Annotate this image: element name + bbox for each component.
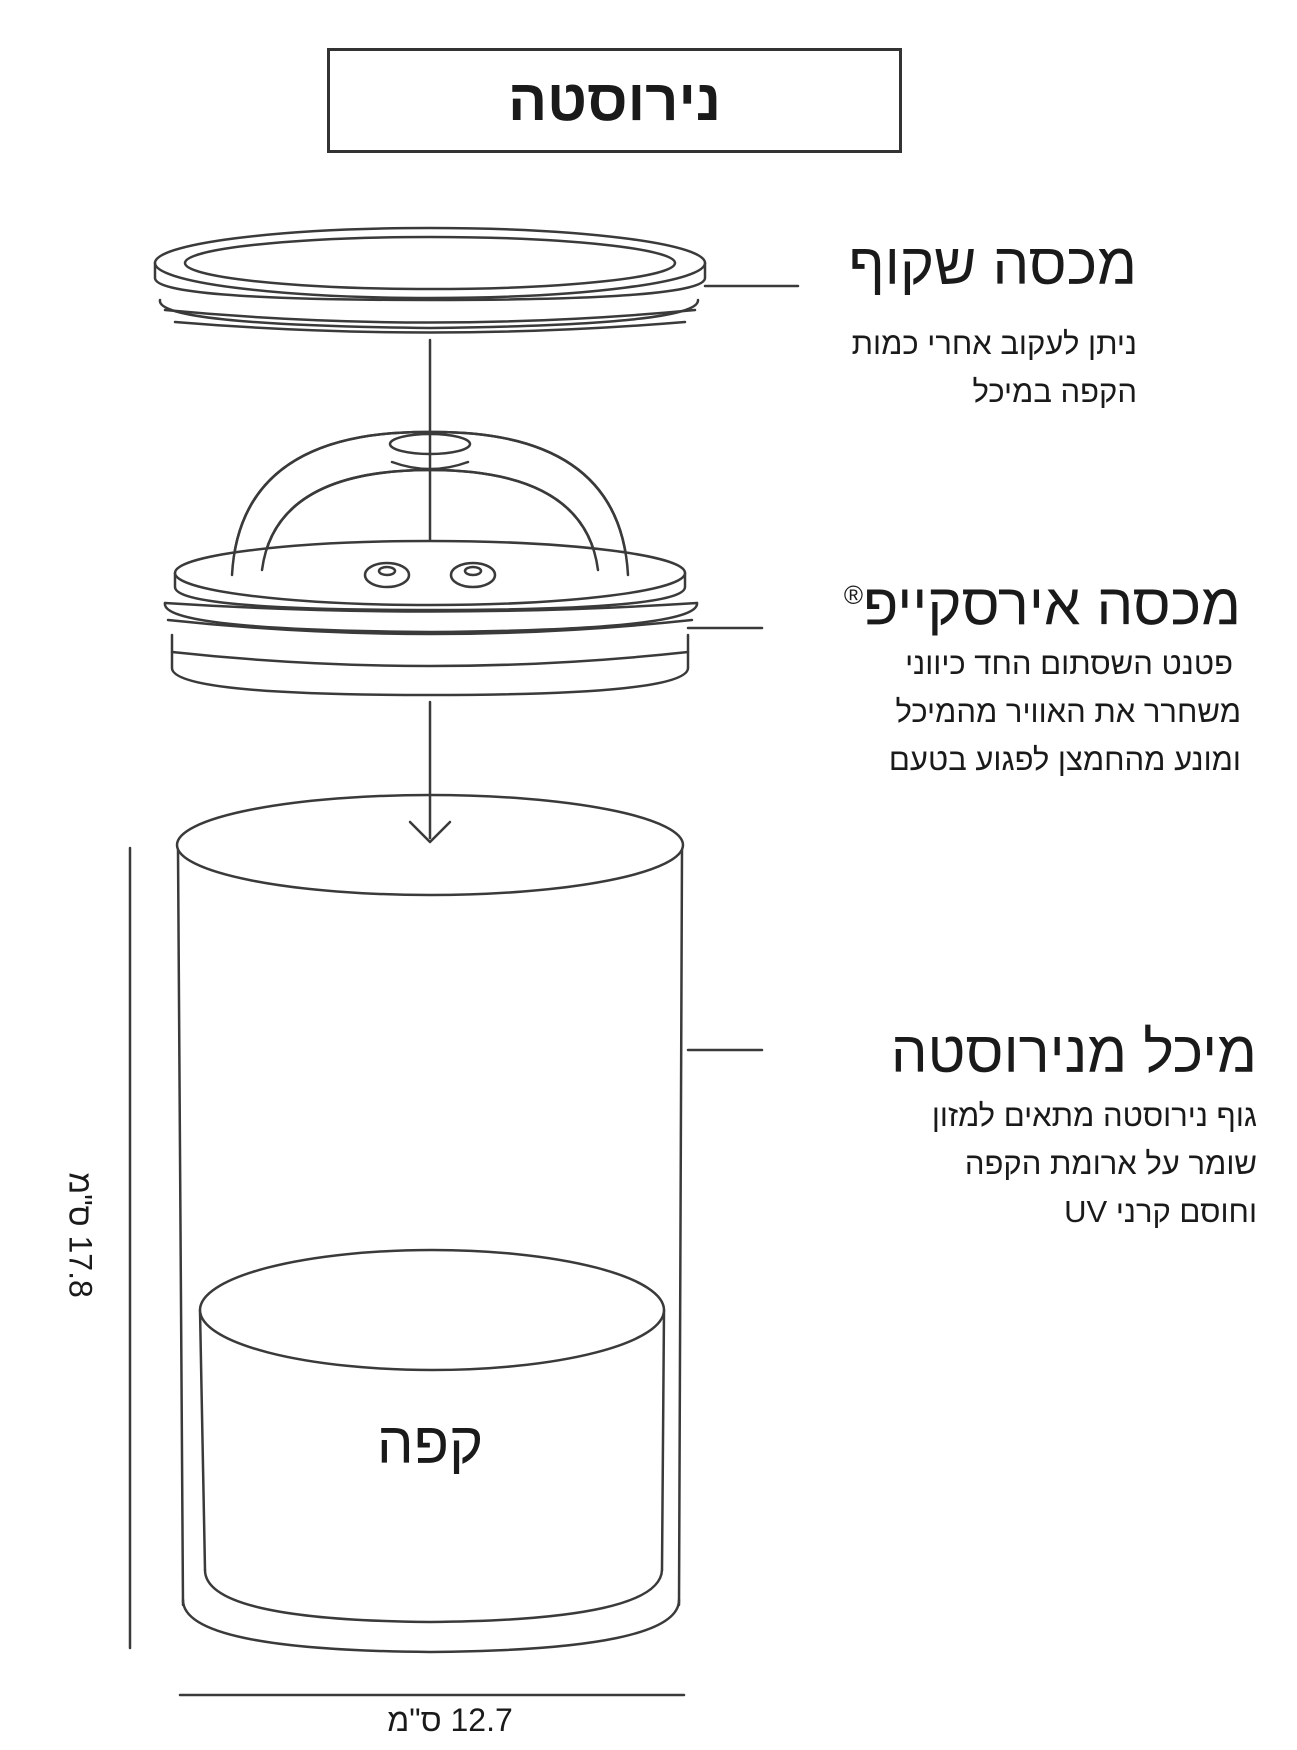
title-box: נירוסטה (327, 48, 902, 153)
airscape-lid-heading: מכסה אירסקייפ (863, 572, 1241, 638)
clear-lid-line-1: ניתן לעקוב אחרי כמות (851, 326, 1137, 361)
clear-lid-label: מכסה שקוף (849, 230, 1137, 300)
canister-line-2: שומר על ארומת הקפה (964, 1146, 1257, 1181)
airscape-lid-label: מכסה אירסקייפ® (844, 560, 1241, 640)
airscape-lid-line-1: פטנט השסתום החד כיווני (905, 646, 1233, 681)
canister-drawing (175, 793, 685, 1654)
canister-line-3: וחוסם קרני UV (1064, 1194, 1257, 1229)
airscape-lid-description: פטנט השסתום החד כיווני משחרר את האוויר מ… (889, 640, 1241, 784)
airscape-lid-line-2: משחרר את האוויר מהמיכל (895, 694, 1241, 729)
airscape-lid-drawing (163, 430, 699, 697)
clear-lid-description: ניתן לעקוב אחרי כמות הקפה במיכל (852, 320, 1137, 416)
registered-mark: ® (843, 580, 864, 610)
page-title: נירוסטה (507, 68, 722, 133)
clear-lid-heading: מכסה שקוף (848, 232, 1137, 297)
airscape-lid-line-3: ומונע מהחמצן לפגוע בטעם (888, 742, 1241, 777)
canister-description: גוף נירוסטה מתאים למזון שומר על ארומת הק… (932, 1092, 1257, 1236)
width-dimension-label: 12.7 ס"מ (387, 1702, 513, 1738)
coffee-label: קפה (376, 1411, 484, 1476)
canister-label: מיכל מנירוסטה (891, 1018, 1257, 1088)
clear-lid-line-2: הקפה במיכל (972, 374, 1137, 409)
canister-line-1: גוף נירוסטה מתאים למזון (931, 1098, 1257, 1133)
arrow-head (408, 820, 452, 844)
canister-heading: מיכל מנירוסטה (890, 1020, 1257, 1085)
clear-lid-drawing (153, 226, 707, 334)
height-dimension-label: 17.8 ס"מ (62, 1172, 99, 1298)
